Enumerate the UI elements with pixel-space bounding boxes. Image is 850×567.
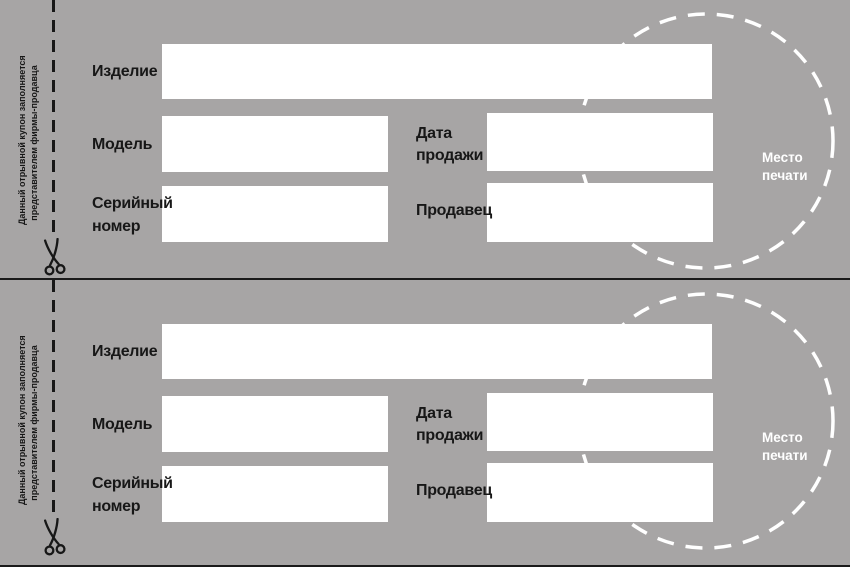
sale-date-label: Дата продажи [416,403,483,447]
serial-label-line2: номер [92,218,141,235]
serial-label-line1: Серийный [92,475,173,492]
side-note: Данный отрывной купон заполняется предст… [17,55,41,225]
side-note-line2: представителем фирмы-продавца [28,345,39,501]
cut-line [52,0,55,238]
sale-date-label: Дата продажи [416,123,483,167]
seller-label: Продавец [416,482,492,499]
serial-label: Серийный номер [92,192,173,238]
side-note: Данный отрывной купон заполняется предст… [17,335,41,505]
scissors-icon [43,518,66,556]
model-label: Модель [92,136,153,153]
serial-label-line1: Серийный [92,195,173,212]
stamp-place-line1: Место [762,150,803,165]
warranty-coupon-1: Данный отрывной купон заполняется предст… [0,0,850,280]
cut-line [52,280,55,518]
product-field[interactable] [162,44,712,99]
sale-date-label-line1: Дата [416,125,452,142]
model-field[interactable] [162,396,388,452]
serial-label: Серийный номер [92,472,173,518]
side-note-line1: Данный отрывной купон заполняется [17,335,27,505]
serial-label-line2: номер [92,498,141,515]
model-label: Модель [92,416,153,433]
stamp-circle [577,292,835,550]
model-field[interactable] [162,116,388,172]
seller-field[interactable] [487,463,713,522]
stamp-place-line2: печати [762,448,808,463]
stamp-circle [577,12,835,270]
sale-date-field[interactable] [487,113,713,171]
product-label: Изделие [92,63,158,80]
scissors-icon [43,238,66,276]
stamp-place-line1: Место [762,430,803,445]
stamp-place-line2: печати [762,168,808,183]
sale-date-label-line2: продажи [416,147,484,164]
product-label: Изделие [92,343,158,360]
serial-field[interactable] [162,466,388,522]
seller-label: Продавец [416,202,492,219]
seller-field[interactable] [487,183,713,242]
sale-date-label-line2: продажи [416,427,484,444]
stamp-place-label: Место печати [762,149,808,185]
sale-date-field[interactable] [487,393,713,451]
stamp-place-label: Место печати [762,429,808,465]
sale-date-label-line1: Дата [416,405,452,422]
serial-field[interactable] [162,186,388,242]
side-note-line1: Данный отрывной купон заполняется [17,55,27,225]
side-note-line2: представителем фирмы-продавца [28,65,39,221]
product-field[interactable] [162,324,712,379]
warranty-coupon-2: Данный отрывной купон заполняется предст… [0,280,850,567]
